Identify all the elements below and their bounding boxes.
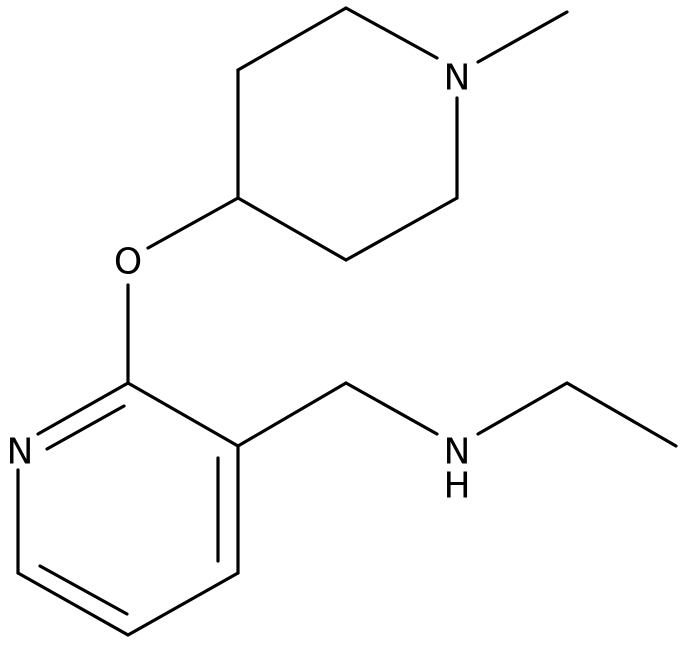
bond-pip-n-c2 [344, 6, 439, 60]
atom-n-amine: N [444, 432, 471, 473]
bond-ch2-nh [344, 381, 439, 436]
bond-c3-ch2 [236, 381, 348, 448]
bond-ch2-ch3 [565, 381, 678, 448]
bond-py-c2-n-double [45, 404, 126, 451]
bond-py-c6-c5-double [38, 564, 129, 616]
bond-pip-c5-c6 [344, 196, 459, 262]
bond-nh-ch2 [476, 381, 569, 436]
bond-c4-o [146, 196, 240, 250]
atom-n-pyridine: N [7, 432, 34, 473]
bond-n-methyl [476, 10, 569, 64]
bond-py-c3-c2 [126, 381, 240, 448]
bonds [16, 6, 678, 637]
atom-o-ether: O [114, 242, 142, 283]
bond-pip-c4-c5 [236, 196, 348, 262]
atom-h-amine: H [443, 466, 470, 507]
bond-py-c2-n [36, 381, 130, 436]
bond-py-c6-c5 [16, 571, 130, 637]
bond-pip-c2-c3 [236, 6, 348, 72]
bond-py-c5-c4 [126, 571, 240, 637]
atom-labels: N O N N H [7, 58, 471, 507]
atom-n-piperidine: N [444, 58, 471, 99]
